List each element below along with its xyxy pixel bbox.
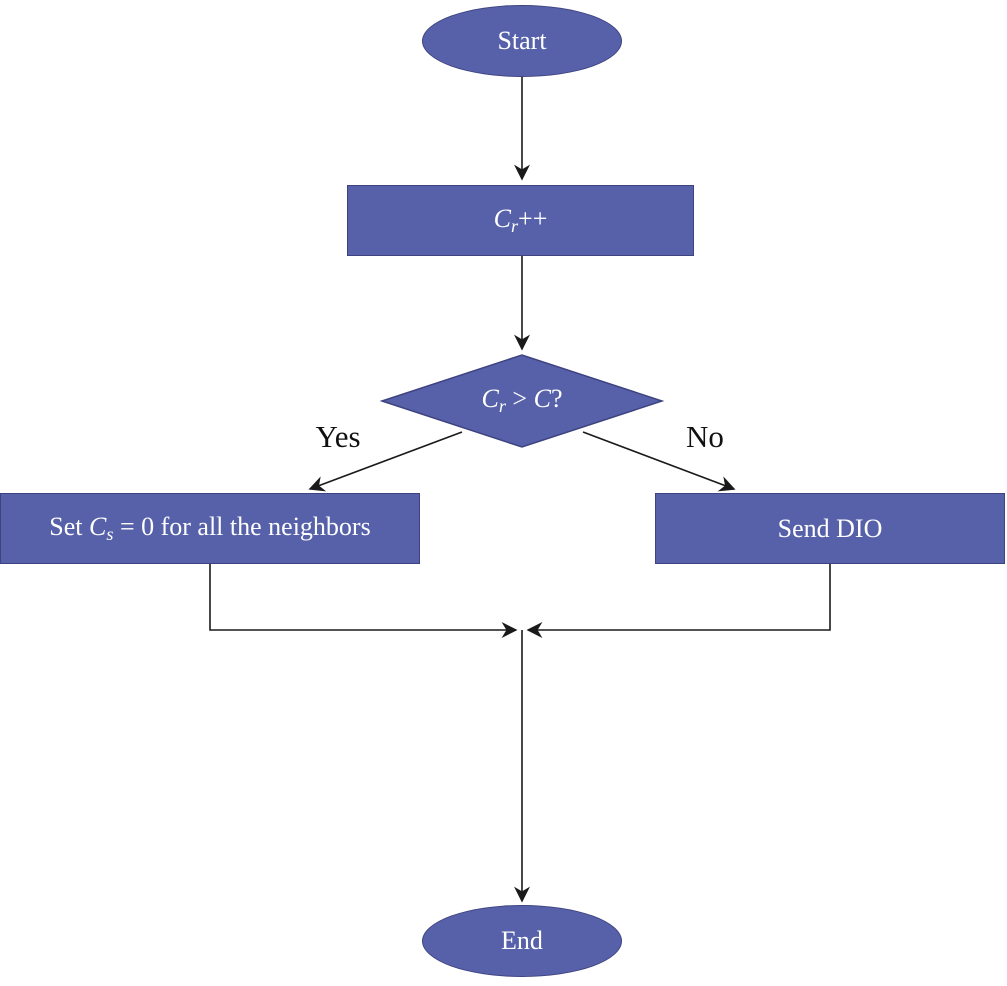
decision-node-label: Cr > C? [481,384,563,417]
increment-node: Cr++ [347,185,694,256]
no-edge-label: No [686,419,724,454]
edge-decision-no [582,431,736,492]
edge-decision-yes [308,431,463,492]
yes-edge-label: Yes [315,419,361,454]
increment-node-label: Cr++ [493,203,548,237]
reset-node-label: Set Cs = 0 for all the neighbors [49,511,371,545]
decision-node: Cr > C? [392,377,652,425]
end-node: End [422,905,622,977]
edge-senddio-to-merge [526,564,831,638]
send-dio-node-label: Send DIO [777,513,883,543]
reset-node: Set Cs = 0 for all the neighbors [0,493,420,564]
edge-reset-to-merge [209,564,518,638]
end-node-label: End [501,926,543,955]
start-node-label: Start [497,26,547,55]
decision-diamond-shape [379,354,665,448]
send-dio-node: Send DIO [655,493,1005,564]
start-node: Start [422,5,622,77]
